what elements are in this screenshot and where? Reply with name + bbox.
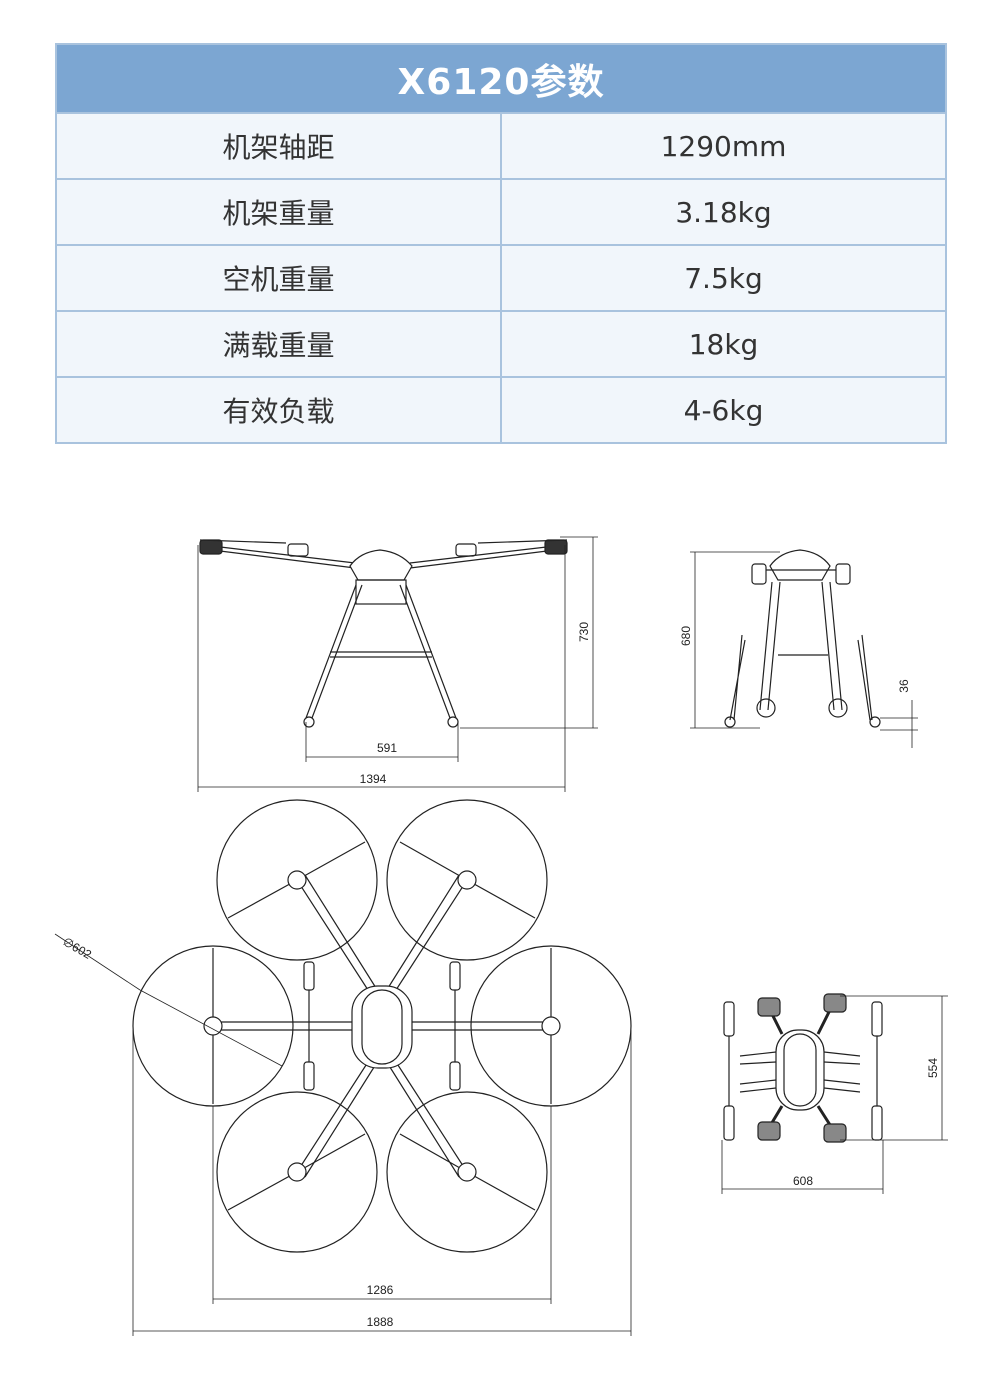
folded-view: 554 608	[721, 993, 948, 1194]
top-view: ∅602 1286 1888	[54, 799, 632, 1336]
spec-value: 3.18kg	[675, 195, 772, 229]
spec-row-full-weight: 满载重量 18kg	[57, 310, 945, 376]
spec-label: 空机重量	[57, 246, 502, 310]
spec-value: 18kg	[688, 327, 759, 361]
side-view: 680 36	[679, 549, 918, 748]
spec-label: 有效负载	[57, 378, 502, 442]
spec-value: 1290mm	[660, 129, 787, 163]
spec-table: X6120参数 机架轴距 1290mm 机架重量 3.18kg 空机重量 7.5…	[55, 43, 947, 444]
dim-prop-diameter: ∅602	[61, 934, 95, 962]
spec-value: 7.5kg	[684, 261, 763, 295]
spec-row-payload: 有效负载 4-6kg	[57, 376, 945, 442]
spec-row-wheelbase: 机架轴距 1290mm	[57, 112, 945, 178]
spec-value: 4-6kg	[683, 393, 764, 427]
dim-folded-depth: 554	[926, 1058, 940, 1078]
dim-front-leg-span: 591	[377, 741, 397, 755]
dim-front-total-width: 1394	[360, 772, 387, 786]
dim-side-ground-clearance: 36	[897, 679, 911, 693]
dim-top-inner-span: 1286	[367, 1283, 394, 1297]
spec-table-title: X6120参数	[57, 45, 945, 112]
dim-front-height: 730	[577, 622, 591, 642]
spec-label: 机架轴距	[57, 114, 502, 178]
front-view: 591 1394 730	[197, 536, 598, 792]
spec-row-frame-weight: 机架重量 3.18kg	[57, 178, 945, 244]
dim-side-height: 680	[679, 626, 693, 646]
dim-top-total-span: 1888	[367, 1315, 394, 1329]
dim-folded-width: 608	[793, 1174, 813, 1188]
spec-row-empty-weight: 空机重量 7.5kg	[57, 244, 945, 310]
spec-label: 机架重量	[57, 180, 502, 244]
spec-label: 满载重量	[57, 312, 502, 376]
drone-technical-drawing: 591 1394 730 680 36	[54, 536, 948, 1336]
